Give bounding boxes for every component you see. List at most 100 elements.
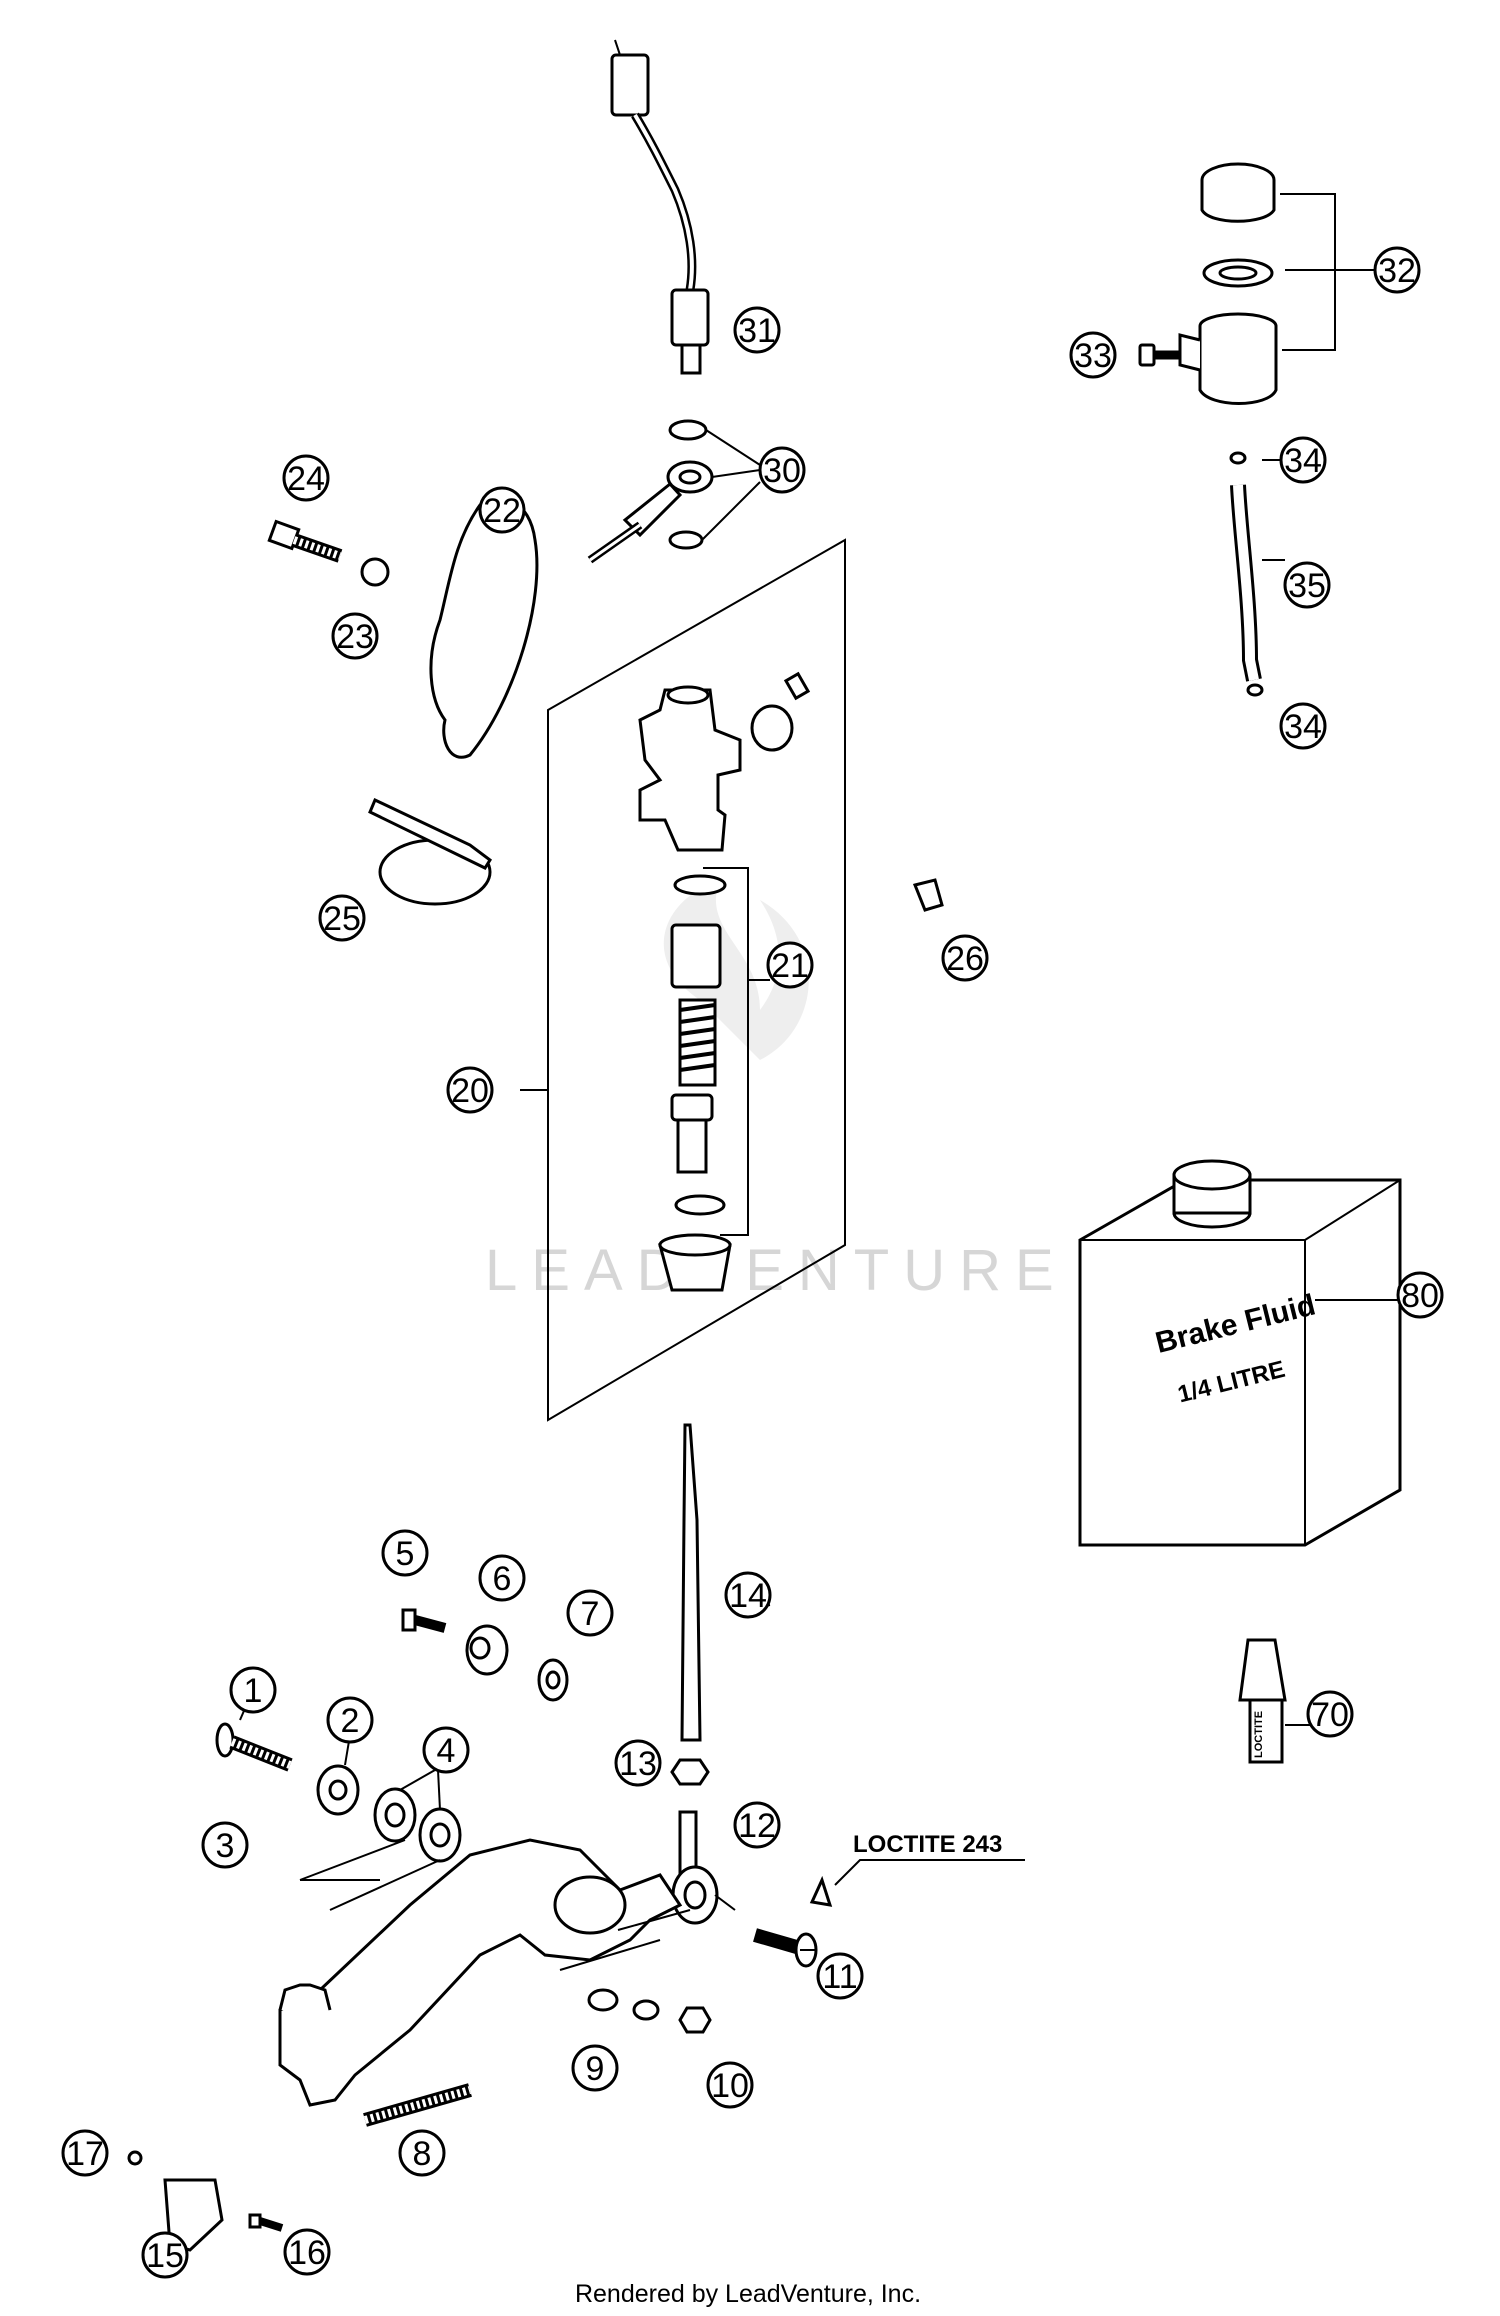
callout-number: 35 <box>1288 567 1326 605</box>
master-cylinder-20 <box>638 671 811 852</box>
callout-number: 34 <box>1284 442 1322 480</box>
callout-number: 4 <box>437 1732 456 1770</box>
callout-circle <box>614 1739 662 1787</box>
callout-circle <box>816 1952 864 2000</box>
brake-fluid-bottle-80: Brake Fluid 1/4 LITRE <box>1078 1159 1402 1547</box>
callout-number: 14 <box>729 1577 767 1615</box>
callout-circle <box>141 2231 189 2279</box>
bracket-21 <box>703 867 749 1236</box>
loctite-drop <box>809 1875 833 1907</box>
tube-label: LOCTITE <box>1253 1711 1265 1758</box>
clip-26 <box>912 878 944 912</box>
callout-circle <box>941 934 989 982</box>
callout-1: 1 <box>229 1666 277 1714</box>
callout-number: 8 <box>413 2135 432 2173</box>
callout-35: 35 <box>1283 561 1331 609</box>
callout-circle <box>758 446 806 494</box>
callout-number: 10 <box>711 2067 749 2105</box>
callout-13: 13 <box>614 1739 662 1787</box>
nut-13 <box>670 1758 710 1786</box>
callout-34-bottom: 34 <box>1279 702 1327 750</box>
callout-23: 23 <box>331 612 379 660</box>
callout-number: 34 <box>1284 708 1322 746</box>
callout-circle <box>1283 561 1331 609</box>
callout-circle <box>1306 1690 1354 1738</box>
callout-number: 5 <box>396 1535 415 1573</box>
callout-circle <box>326 1696 374 1744</box>
loctite-tube-70: LOCTITE <box>1238 1638 1287 1764</box>
callout-10: 10 <box>706 2061 754 2109</box>
callout-number: 6 <box>493 1560 512 1598</box>
callout-34-top: 34 <box>1279 436 1327 484</box>
callout-6: 6 <box>478 1554 526 1602</box>
callout-number: 24 <box>287 460 325 498</box>
bolt-24 <box>267 519 343 563</box>
callout-12: 12 <box>733 1801 781 1849</box>
callout-number: 70 <box>1311 1696 1349 1734</box>
callout-number: 30 <box>763 452 801 490</box>
callout-circle <box>1279 702 1327 750</box>
callout-22: 22 <box>478 486 526 534</box>
callout-16: 16 <box>283 2228 331 2276</box>
callout-32: 32 <box>1373 246 1421 294</box>
assembly-frame <box>547 538 846 1422</box>
callout-circle <box>724 1571 772 1619</box>
callout-circle <box>283 2228 331 2276</box>
callout-80: 80 <box>1396 1271 1444 1319</box>
callout-number: 2 <box>341 1702 360 1740</box>
callout-25: 25 <box>318 894 366 942</box>
callout-24: 24 <box>282 454 330 502</box>
callout-17: 17 <box>61 2129 109 2177</box>
callout-33: 33 <box>1069 331 1117 379</box>
washer-9a <box>587 1988 619 2012</box>
callout-70: 70 <box>1306 1690 1354 1738</box>
nut-10 <box>678 2006 712 2034</box>
bolt-33 <box>1138 343 1180 367</box>
callout-number: 23 <box>336 618 374 656</box>
callout-circle <box>478 1554 526 1602</box>
callout-circle <box>331 612 379 660</box>
callout-number: 12 <box>738 1807 776 1845</box>
callout-number: 17 <box>66 2135 104 2173</box>
callout-circle <box>1279 436 1327 484</box>
cable-tie-25 <box>368 797 493 906</box>
push-rod-14 <box>680 1423 702 1742</box>
callout-30: 30 <box>758 446 806 494</box>
callout-number: 32 <box>1378 252 1416 290</box>
callout-number: 26 <box>946 940 984 978</box>
brake-pedal-3 <box>278 1838 683 2107</box>
callout-circle <box>61 2129 109 2177</box>
callout-circle <box>478 486 526 534</box>
callout-number: 16 <box>288 2234 326 2272</box>
clamp-34-bottom <box>1246 683 1264 697</box>
loctite-label: LOCTITE 243 <box>853 1831 1002 1858</box>
callout-circle <box>318 894 366 942</box>
nut-23 <box>360 557 390 587</box>
callout-21: 21 <box>766 941 814 989</box>
callout-circle <box>733 306 781 354</box>
brake-light-switch-31 <box>610 39 710 375</box>
callout-14: 14 <box>724 1571 772 1619</box>
piston-kit-21 <box>658 874 732 1292</box>
callout-2: 2 <box>326 1696 374 1744</box>
callout-9: 9 <box>571 2044 619 2092</box>
callout-circle <box>571 2044 619 2092</box>
callout-number: 80 <box>1401 1277 1439 1315</box>
callout-3: 3 <box>201 1821 249 1869</box>
watermark-text: LEADVENTURE <box>485 1238 1068 1303</box>
bearing-4b <box>418 1807 462 1863</box>
callout-number: 11 <box>822 1958 857 1996</box>
callout-number: 31 <box>738 312 776 350</box>
callout-number: 15 <box>146 2237 184 2275</box>
callout-number: 22 <box>483 492 521 530</box>
banjo-fitting-30 <box>587 419 761 564</box>
callout-circle <box>706 2061 754 2109</box>
footer-credit: Rendered by LeadVenture, Inc. <box>575 2280 921 2308</box>
callout-number: 20 <box>451 1072 489 1110</box>
bushing-6 <box>465 1624 509 1676</box>
callout-circle <box>766 941 814 989</box>
callout-circle <box>229 1666 277 1714</box>
callout-number: 3 <box>216 1827 235 1865</box>
clevis-12 <box>671 1810 719 1925</box>
callout-circle <box>282 454 330 502</box>
